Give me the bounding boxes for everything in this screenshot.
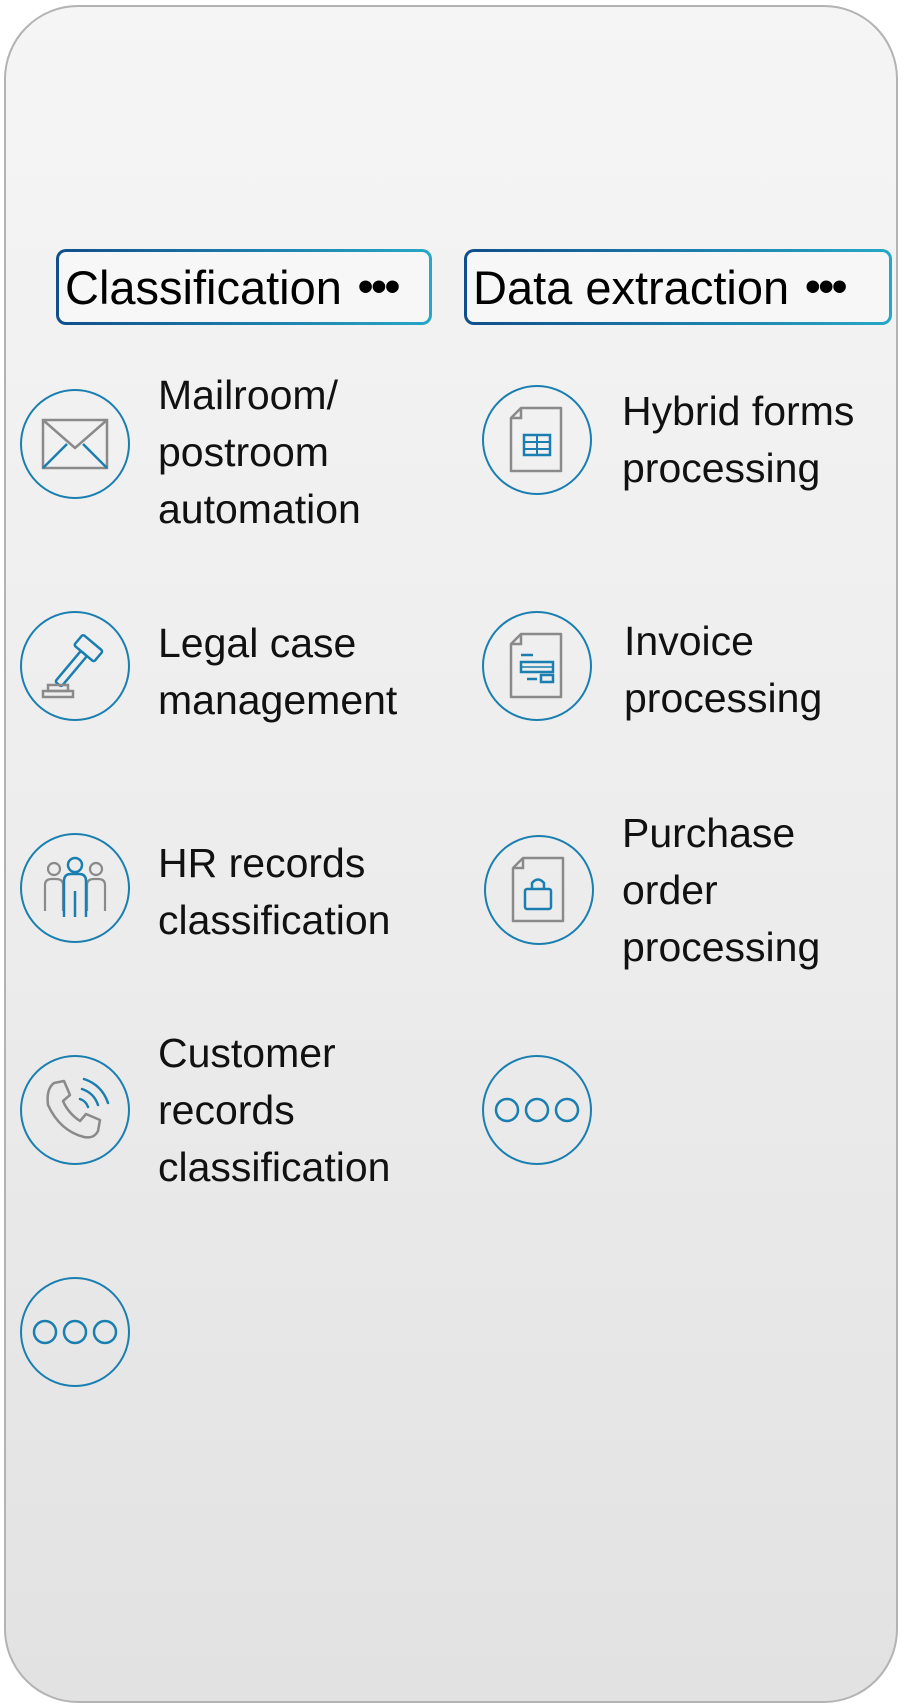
data-extraction-more-icon[interactable]: ••• (805, 262, 847, 311)
hybrid-forms-label: Hybrid forms processing (622, 388, 855, 491)
data-extraction-more-item[interactable] (482, 1055, 592, 1165)
more-icon (32, 1319, 118, 1345)
envelope-icon (41, 418, 109, 470)
classification-header-label: Classification (65, 260, 342, 314)
invoice-label: Invoice processing (624, 618, 823, 721)
more-icon (494, 1097, 580, 1123)
classification-header[interactable]: Classification ••• (56, 249, 432, 325)
classification-more-icon[interactable]: ••• (357, 262, 400, 311)
phone-icon (46, 1077, 110, 1139)
data-extraction-header[interactable]: Data extraction ••• (464, 249, 892, 325)
customer-records-label: Customer records classification (158, 1030, 391, 1190)
customer-records-item[interactable] (20, 1055, 130, 1165)
mailroom-label: Mailroom/ postroom automation (158, 372, 361, 532)
hybrid-forms-item[interactable] (482, 385, 592, 495)
shopping-bag-document-icon (511, 856, 565, 923)
form-document-icon (509, 406, 563, 473)
mailroom-item[interactable] (20, 389, 130, 499)
legal-case-item[interactable] (20, 611, 130, 721)
purchase-order-label: Purchase order processing (622, 810, 821, 970)
purchase-order-item[interactable] (484, 835, 594, 945)
hr-records-label: HR records classification (158, 840, 391, 943)
data-extraction-header-label: Data extraction (473, 260, 790, 314)
gavel-icon (41, 634, 104, 699)
invoice-document-icon (509, 632, 563, 699)
invoice-item[interactable] (482, 611, 592, 721)
use-case-panel: Classification ••• Data extraction ••• M… (4, 5, 898, 1703)
legal-case-label: Legal case management (158, 620, 398, 723)
classification-more-item[interactable] (20, 1277, 130, 1387)
hr-records-item[interactable] (20, 833, 130, 943)
people-icon (43, 856, 107, 917)
